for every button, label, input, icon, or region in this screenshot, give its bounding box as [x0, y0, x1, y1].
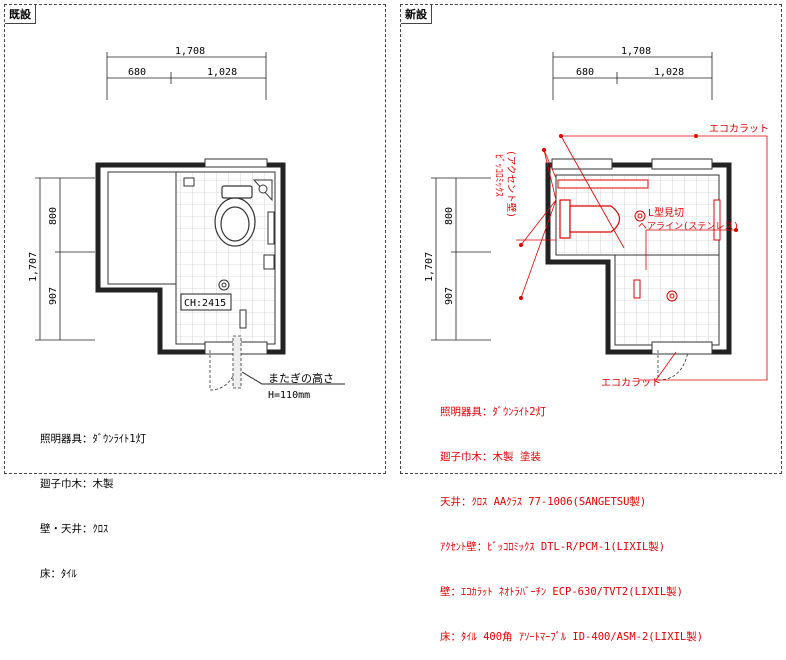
ceiling-height-label: CH:2415 — [184, 298, 226, 309]
note-line: 照明器具：ﾀﾞｳﾝﾗｲﾄ1灯 — [40, 433, 147, 445]
ecocarat-top-label: エコカラット — [709, 123, 769, 135]
accent-wall-material: ﾋﾞｯｺﾛﾐｯｸｽ — [493, 154, 504, 197]
dim-total-label: 1,708 — [175, 46, 205, 57]
note-line: 床：ﾀｲﾙ — [40, 568, 77, 580]
dim-v-b-label: 907 — [444, 287, 455, 305]
dim-v-a-label: 800 — [48, 207, 59, 225]
note-line: 天井：ｸﾛｽ AAｸﾗｽ 77-1006(SANGETSU製) — [440, 496, 647, 508]
step-height-value: H=110mm — [268, 390, 310, 401]
top-dimension-lines — [552, 52, 713, 100]
door-icon — [657, 350, 689, 381]
side-dimension-lines — [35, 177, 95, 341]
existing-plan-panel: 既設 — [4, 4, 386, 474]
toilet-icon — [214, 185, 256, 247]
note-line: ｱｸｾﾝﾄ壁：ﾋﾞｯｺﾛﾐｯｸｽ DTL-R/PCM-1(LIXIL製) — [440, 541, 666, 553]
l-shape-trim-finish: ヘアライン(ステンレス) — [638, 221, 739, 232]
toilet-icon — [559, 199, 621, 239]
existing-spec-notes: 照明器具：ﾀﾞｳﾝﾗｲﾄ1灯 廻子巾木：木製 壁・天井：ｸﾛｽ 床：ﾀｲﾙ — [40, 402, 146, 597]
accent-wall-label: (アクセント壁) — [505, 150, 517, 218]
new-floor-plan: 1,708 680 1,028 1,707 800 907 — [424, 46, 769, 389]
wall-fittings — [183, 177, 275, 329]
dim-total-label: 1,708 — [621, 46, 651, 57]
dim-b-label: 1,028 — [654, 67, 684, 78]
existing-floor-plan: 1,708 680 1,028 1,707 800 907 CH:2415 — [28, 46, 345, 401]
annotation-leaders — [516, 135, 768, 381]
dim-v-total-label: 1,707 — [28, 252, 39, 282]
downlight-icon — [634, 210, 678, 302]
dim-v-total-label: 1,707 — [424, 252, 435, 282]
room-walls — [95, 158, 286, 355]
new-spec-notes: 照明器具：ﾀﾞｳﾝﾗｲﾄ2灯 廻子巾木：木製 塗装 天井：ｸﾛｽ AAｸﾗｽ 7… — [440, 375, 703, 660]
step-callout — [241, 371, 345, 385]
dim-v-b-label: 907 — [48, 287, 59, 305]
note-line: 壁：ｴｺｶﾗｯﾄ ﾈｵﾄﾗﾊﾞｰﾁﾝ ECP-630/TVT2(LIXIL製) — [440, 586, 684, 598]
ecocarat-bottom-label: エコカラット — [601, 377, 661, 389]
sink-icon — [252, 179, 273, 202]
new-plan-panel: 新設 — [400, 4, 782, 474]
red-marker-dots — [519, 134, 738, 300]
door-icon — [209, 335, 242, 391]
floor-drain-icon — [218, 279, 230, 291]
dim-a-label: 680 — [576, 67, 594, 78]
note-line: 廻子巾木：木製 — [40, 478, 114, 490]
dim-a-label: 680 — [128, 67, 146, 78]
dim-v-a-label: 800 — [444, 207, 455, 225]
note-line: 壁・天井：ｸﾛｽ — [40, 523, 109, 535]
existing-panel-title: 既設 — [5, 5, 36, 24]
side-dimension-lines — [431, 177, 491, 341]
dim-b-label: 1,028 — [207, 67, 237, 78]
ceiling-height-box — [180, 293, 232, 311]
note-line: 照明器具：ﾀﾞｳﾝﾗｲﾄ2灯 — [440, 406, 547, 418]
fittings — [557, 179, 721, 299]
new-panel-title: 新設 — [401, 5, 432, 24]
note-line: 廻子巾木：木製 塗装 — [440, 451, 541, 463]
l-shape-trim-label: L型見切 — [648, 206, 684, 219]
note-line: 床：ﾀｲﾙ 400角 ｱｿｰﾄﾏｰﾌﾞﾙ ID-400/ASM-2(LIXIL製… — [440, 631, 704, 643]
step-height-title: またぎの高さ — [268, 371, 334, 385]
top-dimension-lines — [106, 52, 267, 100]
